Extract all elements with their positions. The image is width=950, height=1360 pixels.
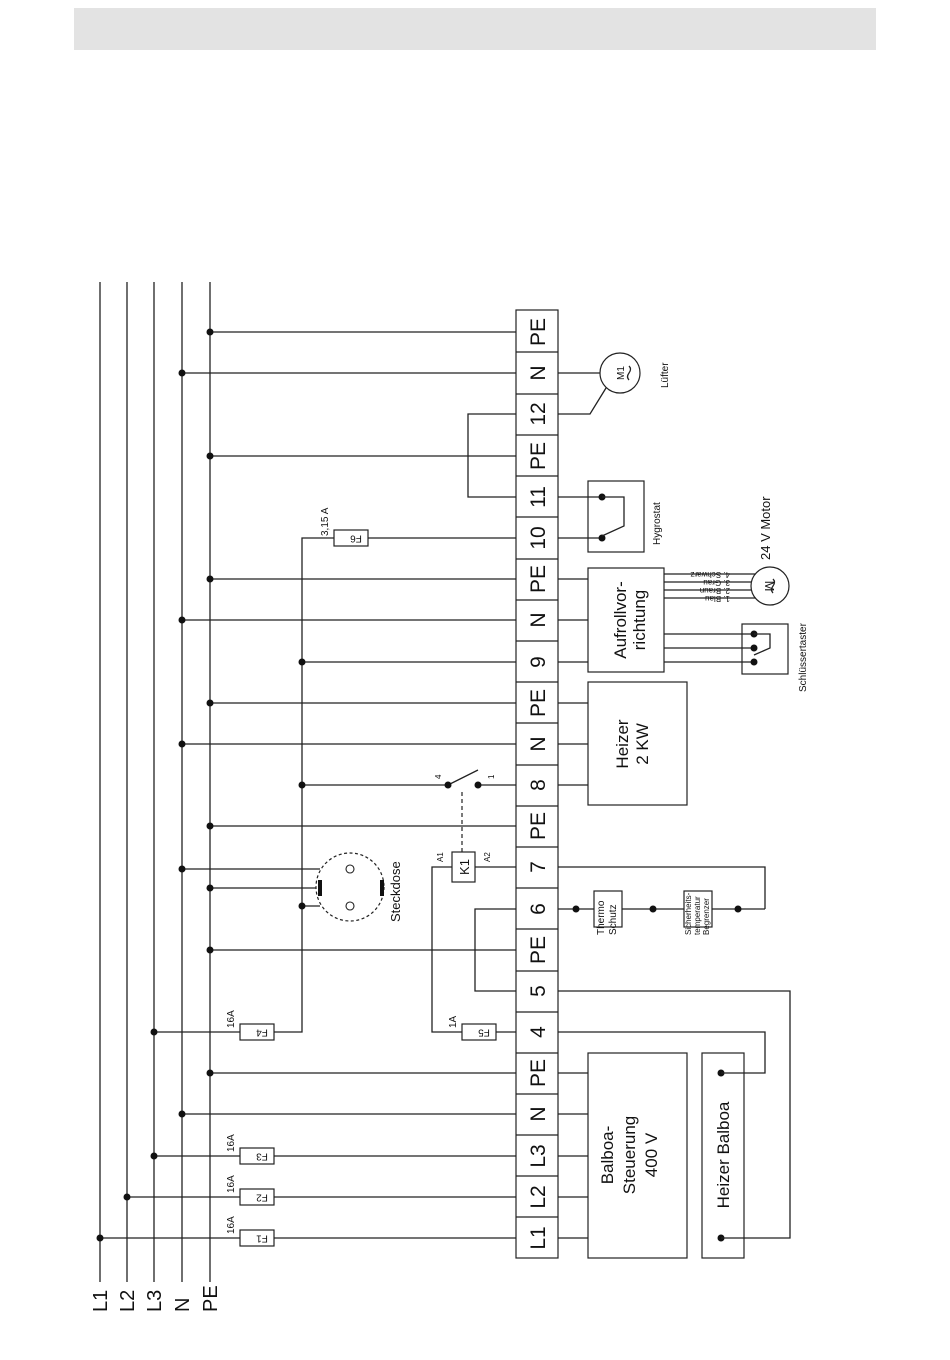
luefter-label: Lüfter	[660, 362, 671, 388]
motor-wire-4: 4. Schwarz	[690, 570, 730, 579]
fuse-f5-rating: 1A	[448, 1015, 459, 1028]
schluesseltaster-label: Schlüssertaster	[798, 622, 809, 692]
motor-24v: M 24 V Motor 4. Schwarz 3. Grau 2. Braun…	[664, 496, 790, 606]
fuse-f3: F3 16A	[226, 1134, 275, 1165]
sicherheits-line-2: temperatur	[693, 896, 702, 935]
fuse-f6: F6 3,15 A	[320, 507, 369, 547]
heizer-line-1: Heizer	[613, 719, 632, 768]
relay-k1: K1 A1 A2 4 1	[434, 774, 496, 883]
steckdose-label: Steckdose	[388, 861, 403, 922]
terminal-20: 12	[527, 402, 550, 425]
fuse-f3-rating: 16A	[226, 1134, 237, 1152]
terminal-2: L3	[527, 1144, 550, 1167]
fuse-f1-label: F1	[256, 1232, 268, 1243]
fuse-f2: F2 16A	[226, 1175, 275, 1206]
relay-a1-label: A1	[436, 852, 445, 862]
motor-wire-2: 2. Braun	[700, 586, 730, 595]
terminal-15: N	[527, 612, 550, 627]
relay-k1-label: K1	[457, 859, 472, 875]
fuse-f3-label: F3	[256, 1150, 268, 1161]
heizer-balboa-label: Heizer Balboa	[714, 1101, 733, 1208]
terminal-22: PE	[527, 318, 550, 346]
terminal-18: 11	[527, 486, 550, 508]
motor-symbol: M	[762, 581, 777, 592]
balboa-steuerung-line-3: 400 V	[642, 1132, 661, 1177]
motor-wire-3: 3. Grau	[703, 578, 730, 587]
fuse-f2-rating: 16A	[226, 1175, 237, 1193]
terminal-19: PE	[527, 442, 550, 470]
fan-symbol: M1	[616, 366, 627, 380]
relay-contact-out-label: 1	[487, 774, 496, 779]
terminal-1: L2	[527, 1185, 550, 1208]
thermo-schutz-line-1: Thermo	[596, 900, 607, 935]
bus-labels: L1 L2 L3 N PE	[90, 1285, 222, 1312]
fuse-f2-label: F2	[256, 1191, 268, 1202]
balboa-steuerung-line-1: Balboa-	[598, 1126, 617, 1185]
balboa-steuerung-line-2: Steuerung	[620, 1116, 639, 1194]
terminal-strip: L1 L2 L3 N PE 4 5 PE 6 7 PE 8 N PE 9 N P…	[515, 309, 559, 1259]
balboa-steuerung-box: Balboa- Steuerung 400 V	[558, 1052, 688, 1259]
terminal-10: PE	[527, 812, 550, 840]
bus-label-l1: L1	[90, 1290, 112, 1312]
fuse-f1: F1 16A	[226, 1216, 275, 1247]
fuse-f1-rating: 16A	[226, 1216, 237, 1234]
thermo-schutz-line-2: Schutz	[608, 904, 619, 935]
sicherheits-line-3: Begrenzer	[702, 898, 711, 935]
heizer-2kw-box: Heizer 2 KW	[558, 681, 688, 806]
terminal-7: PE	[527, 936, 550, 964]
terminal-14: 9	[527, 656, 550, 668]
bus-label-pe: PE	[200, 1285, 222, 1312]
terminal-4: PE	[527, 1059, 550, 1087]
terminal-5: 4	[527, 1026, 550, 1038]
motor-24v-label: 24 V Motor	[758, 496, 773, 560]
terminal-21: N	[527, 365, 550, 380]
fuse-f6-rating: 3,15 A	[320, 507, 331, 536]
terminal-16: PE	[527, 565, 550, 593]
terminal-11: 8	[527, 779, 550, 791]
terminal-3: N	[527, 1106, 550, 1121]
aufrollvorrichtung-box: Aufrollvor- richtung	[558, 567, 665, 673]
aufroll-line-1: Aufrollvor-	[611, 581, 630, 658]
fuse-f4: F4 16A	[226, 1010, 275, 1041]
fuse-f6-label: F6	[350, 532, 362, 543]
hygrostat: Hygrostat	[558, 480, 663, 553]
feed-wires	[100, 331, 516, 1239]
header-bar	[74, 8, 876, 50]
terminal-17: 10	[527, 526, 550, 549]
bus-label-l2: L2	[117, 1290, 139, 1312]
fuse-f5: F5 1A	[448, 1015, 497, 1041]
terminal-0: L1	[527, 1226, 550, 1249]
heizer-line-2: 2 KW	[633, 723, 652, 765]
junction-dots	[96, 328, 482, 1242]
bus-label-l3: L3	[144, 1290, 166, 1312]
terminal-13: PE	[527, 689, 550, 717]
heizer-balboa-box: Heizer Balboa	[558, 990, 791, 1259]
busbars	[99, 282, 211, 1282]
terminal-12: N	[527, 736, 550, 751]
thermo-schutz-chain: Thermo Schutz Sicherheits- temperatur Be…	[558, 866, 766, 935]
aufroll-line-2: richtung	[630, 590, 649, 650]
fuse-f4-rating: 16A	[226, 1010, 237, 1028]
terminal-6: 5	[527, 985, 550, 997]
terminal-8: 6	[527, 903, 550, 915]
steckdose-socket: Steckdose	[315, 852, 403, 922]
relay-a2-label: A2	[483, 852, 492, 862]
fuse-f5-label: F5	[478, 1026, 490, 1037]
motor-wire-1: 1. Blau	[705, 594, 730, 603]
schluesseltaster: Schlüssertaster	[664, 622, 809, 692]
luefter-fan: M1 Lüfter	[558, 352, 671, 415]
terminal-9: 7	[527, 861, 550, 873]
sicherheits-line-1: Sicherheits-	[684, 892, 693, 935]
bus-label-n: N	[172, 1298, 194, 1312]
hygrostat-label: Hygrostat	[652, 502, 663, 545]
fuse-f4-label: F4	[256, 1026, 268, 1037]
relay-contact-in-label: 4	[434, 774, 443, 779]
